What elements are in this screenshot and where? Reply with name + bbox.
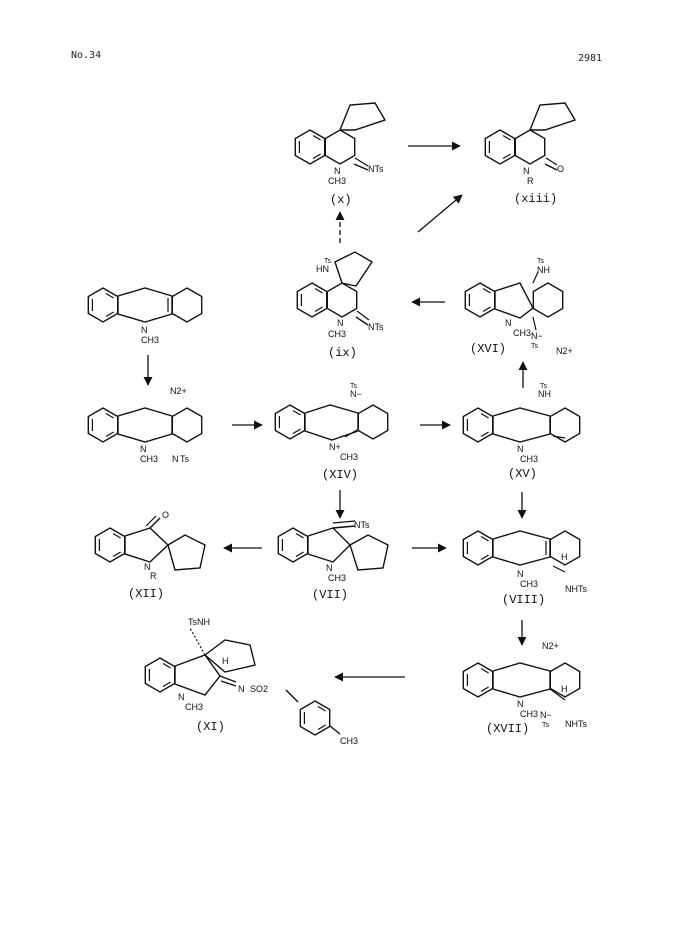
atom-label: Ts (531, 343, 539, 350)
atom-label: N (172, 454, 179, 464)
compound-diazonium: N2+ N CH3 N Ts (87, 386, 203, 464)
atom-label: N (141, 325, 148, 335)
atom-label: NH (538, 389, 551, 399)
atom-label: TsNH (188, 617, 210, 627)
atom-label: NHTs (565, 584, 587, 594)
compound-viii: H N CH3 NHTs (VIII) (462, 530, 587, 607)
atom-label: NTs (368, 322, 384, 332)
compound-xvii: N2+ H N CH3 N− Ts NHTs (XVII) (462, 641, 587, 736)
atom-label: N (505, 318, 512, 328)
compound-xi: TsNH H N CH3 N SO2 CH3 (XI) (144, 617, 358, 746)
atom-label: NTs (368, 164, 384, 174)
compound-label: (XVII) (486, 722, 529, 736)
arrow-ix-to-xiii (417, 194, 463, 233)
compound-label: (XV) (508, 467, 537, 481)
atom-label: NH (537, 265, 550, 275)
atom-label: N (523, 166, 530, 176)
atom-label: Ts (324, 258, 332, 265)
page-number: 2981 (578, 53, 603, 64)
atom-label: N2+ (542, 641, 559, 651)
atom-label: SO2 (250, 684, 268, 694)
atom-label: R (150, 571, 157, 581)
atom-label: Ts (180, 454, 190, 464)
atom-label: N− (540, 710, 552, 720)
compound-label: (x) (330, 193, 352, 207)
atom-label: H (222, 656, 229, 666)
atom-label: N (517, 699, 524, 709)
atom-label: N (517, 569, 524, 579)
atom-label: H (561, 552, 568, 562)
atom-label: O (162, 510, 169, 520)
atom-label: CH3 (513, 328, 531, 338)
compound-vii: NTs N CH3 (VII) (277, 520, 389, 602)
atom-label: N− (531, 331, 543, 341)
atom-label: NTs (354, 520, 370, 530)
atom-label: N+ (329, 442, 341, 452)
atom-label: Ts (350, 383, 358, 390)
compound-label: (XIV) (322, 468, 358, 482)
reaction-arrows (143, 141, 528, 682)
atom-label: CH3 (328, 329, 346, 339)
journal-issue: No.34 (71, 50, 102, 61)
compound-label: (VIII) (502, 593, 545, 607)
atom-label: N (517, 444, 524, 454)
atom-label: CH3 (340, 736, 358, 746)
atom-label: CH3 (520, 454, 538, 464)
atom-label: NHTs (565, 719, 587, 729)
atom-label: CH3 (328, 573, 346, 583)
compound-label: (VII) (312, 588, 348, 602)
atom-label: Ts (540, 383, 548, 390)
atom-label: Ts (542, 722, 550, 729)
compound-xiv: Ts N− N+ CH3 (XIV) (274, 383, 389, 482)
atom-label: CH3 (520, 709, 538, 719)
compound-label: (XII) (128, 587, 164, 601)
compound-label: (xiii) (514, 192, 557, 206)
atom-label: CH3 (328, 176, 346, 186)
atom-label: N− (350, 389, 362, 399)
atom-label: N2+ (556, 346, 573, 356)
atom-label: H (561, 684, 568, 694)
atom-label: N (144, 562, 151, 572)
compound-xii: O N R (XII) (94, 510, 206, 601)
compound-xiii: N R O (xiii) (484, 102, 577, 206)
atom-label: N (140, 444, 147, 454)
atom-label: CH3 (340, 452, 358, 462)
compound-label: (XVI) (470, 342, 506, 356)
atom-label: N (337, 318, 344, 328)
atom-label: N (178, 692, 185, 702)
atom-label: CH3 (520, 579, 538, 589)
atom-label: CH3 (140, 454, 158, 464)
compound-xv: Ts NH N CH3 (XV) (462, 383, 581, 481)
compound-x: N CH3 NTs (x) (294, 102, 387, 207)
atom-label: R (527, 176, 534, 186)
atom-label: N (238, 684, 245, 694)
compound-start: N CH3 (87, 287, 203, 345)
atom-label: O (557, 164, 564, 174)
atom-label: N2+ (170, 386, 187, 396)
atom-label: CH3 (185, 702, 203, 712)
atom-label: CH3 (141, 335, 159, 345)
atom-label: N (326, 563, 333, 573)
compound-xvi: Ts NH N CH3 N− Ts N2+ (XVI) (464, 258, 573, 356)
atom-label: Ts (537, 258, 545, 265)
compound-label: (XI) (196, 720, 225, 734)
compound-ix: Ts HN N CH3 NTs (ix) (296, 251, 384, 360)
atom-label: N (334, 166, 341, 176)
atom-label: HN (316, 264, 329, 274)
compound-label: (ix) (328, 346, 357, 360)
